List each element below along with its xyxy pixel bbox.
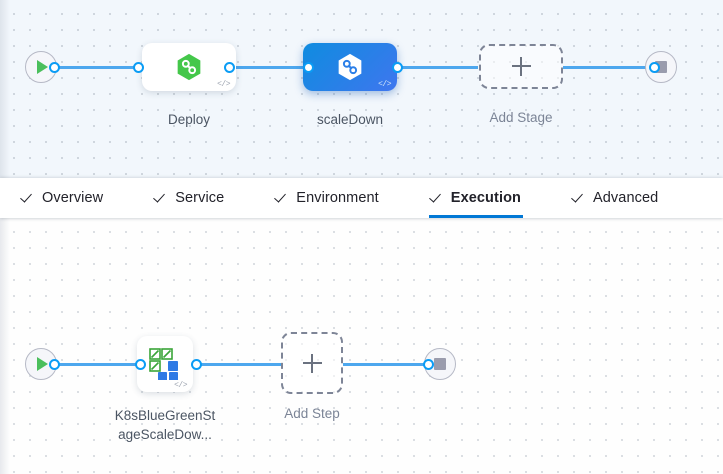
- deploy-input-port[interactable]: [133, 62, 144, 73]
- step-label-line2: ageScaleDow...: [118, 427, 212, 442]
- edge-addstep-to-end: [343, 363, 427, 366]
- play-icon: [37, 357, 48, 371]
- check-icon: [155, 192, 167, 204]
- step-end-node[interactable]: [424, 348, 456, 380]
- tab-environment[interactable]: Environment: [276, 178, 379, 218]
- step-output-port[interactable]: [191, 359, 202, 370]
- k8s-scale-down-grid-icon: [149, 348, 181, 381]
- tab-overview[interactable]: Overview: [22, 178, 103, 218]
- stage-label-scaledown: scaleDown: [316, 112, 384, 127]
- edge-scaledown-to-addstage: [398, 66, 478, 69]
- check-icon: [431, 192, 443, 204]
- add-step-button[interactable]: [281, 332, 343, 394]
- check-icon: [573, 192, 585, 204]
- edge-deploy-to-scaledown: [228, 66, 308, 69]
- step-node-k8sbluegreenstagescaledown[interactable]: </>: [137, 336, 193, 392]
- check-icon: [22, 192, 34, 204]
- edge-start-to-deploy: [52, 66, 142, 69]
- tab-execution-label: Execution: [450, 190, 521, 206]
- plus-icon: [511, 57, 531, 76]
- add-stage-button[interactable]: [479, 44, 563, 89]
- plus-icon: [302, 353, 322, 373]
- step-label-line1: K8sBlueGreenSt: [114, 408, 216, 423]
- add-step-label: Add Step: [284, 406, 340, 421]
- stage-start-output-port[interactable]: [49, 62, 60, 73]
- check-icon: [276, 192, 288, 204]
- tab-advanced[interactable]: Advanced: [573, 178, 658, 218]
- tab-overview-label: Overview: [42, 190, 104, 206]
- tab-service[interactable]: Service: [155, 178, 224, 218]
- step-label-group: K8sBlueGreenSt ageScaleDow...: [105, 406, 225, 444]
- add-stage-label: Add Stage: [489, 110, 553, 125]
- scaledown-code-badge: </>: [378, 80, 391, 89]
- stage-end-input-port[interactable]: [649, 62, 660, 73]
- tab-execution[interactable]: Execution: [428, 178, 524, 218]
- step-code-badge: </>: [174, 381, 187, 390]
- tab-advanced-label: Advanced: [593, 190, 659, 206]
- harness-hexagon-green-icon: [174, 52, 204, 82]
- deploy-code-badge: </>: [217, 80, 230, 89]
- execution-graph-canvas[interactable]: </> K8sBlueGreenSt ageScaleDow... Add St…: [0, 218, 723, 474]
- deploy-output-port[interactable]: [224, 62, 235, 73]
- step-input-port[interactable]: [135, 359, 146, 370]
- harness-hexagon-white-icon: [335, 52, 365, 82]
- tab-environment-label: Environment: [296, 190, 379, 206]
- tab-service-label: Service: [175, 190, 225, 206]
- stage-graph-canvas[interactable]: </> Deploy </> scaleDown: [0, 0, 723, 178]
- scaledown-input-port[interactable]: [303, 62, 314, 73]
- play-icon: [37, 60, 48, 74]
- scaledown-output-port[interactable]: [392, 62, 403, 73]
- step-end-input-port[interactable]: [423, 359, 434, 370]
- edge-addstage-to-end: [563, 66, 653, 69]
- stage-node-scaledown[interactable]: </>: [303, 43, 397, 91]
- stage-node-deploy[interactable]: </>: [142, 43, 236, 91]
- stage-label-deploy: Deploy: [167, 112, 211, 127]
- edge-start-to-step: [52, 363, 140, 366]
- step-start-output-port[interactable]: [49, 359, 60, 370]
- edge-step-to-addstep: [196, 363, 281, 366]
- stop-square-icon: [434, 358, 446, 370]
- stage-config-tabs: Overview Service Environment Execution A…: [0, 178, 723, 218]
